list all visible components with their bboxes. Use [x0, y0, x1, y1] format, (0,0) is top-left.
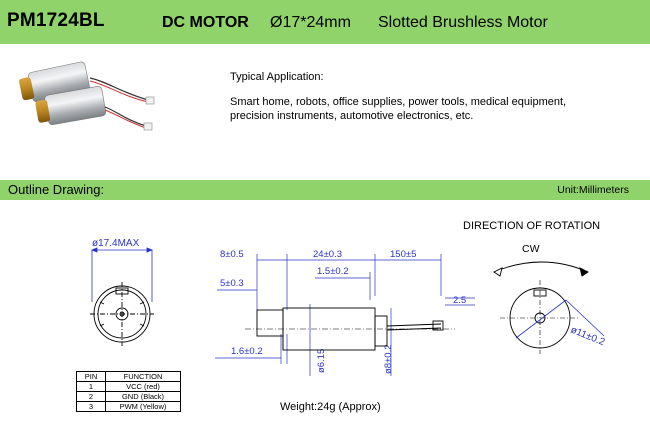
front-view-drawing: ø17.4MAX — [90, 238, 154, 346]
product-size: Ø17*24mm — [270, 14, 351, 31]
rotation-direction: CW — [522, 243, 540, 255]
pin-table-header: PIN FUNCTION — [76, 371, 181, 382]
dim-2-5: 2.5 — [453, 295, 466, 306]
product-type: DC MOTOR — [162, 14, 249, 31]
table-row: 1 VCC (red) — [76, 381, 181, 392]
motor-photo — [19, 61, 155, 131]
outline-bar — [0, 180, 650, 200]
dim-1-6: 1.6±0.2 — [231, 346, 263, 357]
dim-150: 150±5 — [390, 249, 416, 260]
application-title: Typical Application: — [230, 71, 324, 83]
product-description: Slotted Brushless Motor — [378, 14, 548, 31]
pin-header: PIN — [76, 371, 106, 382]
unit-label: Unit:Millimeters — [557, 184, 629, 196]
pin-function: VCC (red) — [105, 381, 181, 392]
front-diameter-label: ø17.4MAX — [92, 238, 140, 249]
table-row: 2 GND (Black) — [76, 391, 181, 402]
dim-5: 5±0.3 — [220, 278, 244, 289]
motor-front — [35, 86, 107, 125]
pin-number: 1 — [76, 381, 106, 392]
pin-table: PIN FUNCTION 1 VCC (red) 2 GND (Black) 3… — [76, 371, 181, 412]
pin-number: 3 — [76, 401, 106, 412]
rotation-drawing: ø11±0.2 — [493, 261, 607, 354]
application-text-line: Smart home, robots, office supplies, pow… — [230, 96, 567, 108]
dim-dia-11: ø11±0.2 — [569, 325, 607, 349]
pin-function: PWM (Yellow) — [105, 401, 181, 412]
function-header: FUNCTION — [105, 371, 181, 382]
pin-number: 2 — [76, 391, 106, 402]
dim-dia-8: ø8±0.2 — [383, 344, 394, 374]
table-row: 3 PWM (Yellow) — [76, 401, 181, 412]
dim-1-5: 1.5±0.2 — [317, 266, 349, 277]
weight-label: Weight:24g (Approx) — [280, 401, 381, 413]
header-bar — [0, 0, 650, 44]
rotation-title: DIRECTION OF ROTATION — [463, 220, 601, 232]
outline-drawing-label: Outline Drawing: — [8, 182, 105, 197]
application-text-line: precision instruments, automotive electr… — [230, 110, 474, 122]
model-number: PM1724BL — [7, 10, 105, 31]
side-view-drawing: 8±0.5 24±0.3 150±5 5±0.3 1.5±0.2 2.5 1.6… — [215, 249, 475, 376]
dim-8: 8±0.5 — [220, 249, 244, 260]
dim-24: 24±0.3 — [313, 249, 342, 260]
pin-function: GND (Black) — [105, 391, 181, 402]
dim-dia-6-15: ø6.15 — [316, 349, 327, 373]
